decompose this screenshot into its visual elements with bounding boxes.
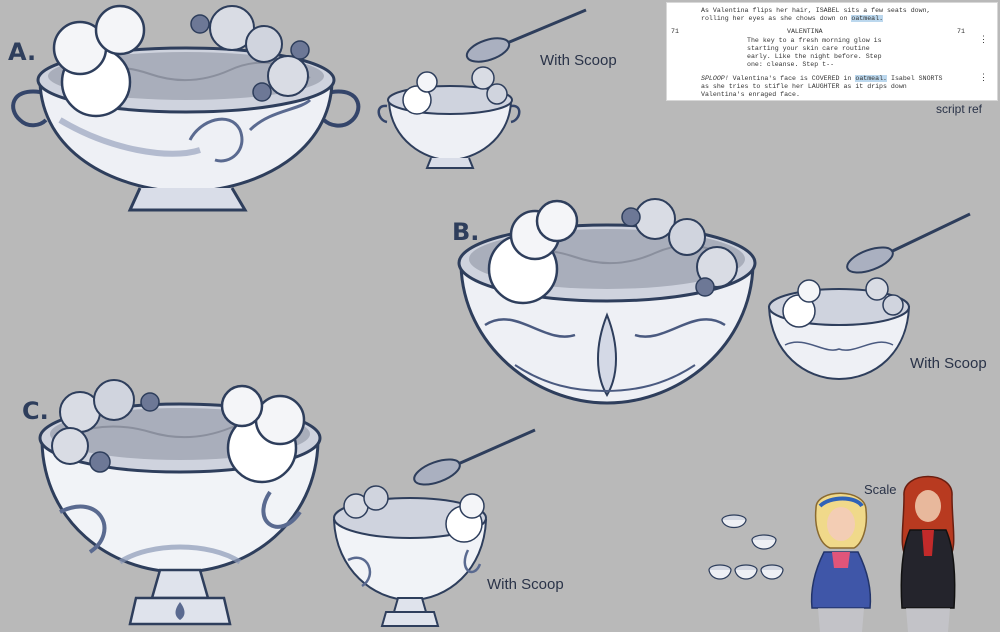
label-b: B. xyxy=(452,218,480,246)
bowl-c-large xyxy=(38,379,322,626)
script-dialogue-2: starting your skin care routine xyxy=(747,45,870,52)
caption-with-scoop-b: With Scoop xyxy=(910,355,987,372)
spoon-c xyxy=(413,428,536,486)
script-dialogue-4: one: cleanse. Step t-- xyxy=(747,61,835,68)
script-action-2a: SPLOOP! Valentina's face is COVERED in o… xyxy=(701,75,943,82)
bowl-c-small xyxy=(332,485,488,627)
bowl-b-large xyxy=(457,198,757,405)
spoon-b xyxy=(846,212,971,274)
script-action-1b: rolling her eyes as she chows down on oa… xyxy=(701,15,884,22)
character-redhead-figure xyxy=(900,475,956,632)
scene-number-left: 71 xyxy=(671,28,679,35)
scale-mini-bowls xyxy=(708,514,784,580)
more-dots-icon: ⋮ xyxy=(979,35,988,45)
script-character: VALENTINA xyxy=(787,28,823,35)
more-dots-icon: ⋮ xyxy=(979,73,988,83)
script-action-2c: as she tries to stifle her LAUGHTER as i… xyxy=(701,83,907,90)
script-action-1a: As Valentina flips her hair, ISABEL sits… xyxy=(701,7,931,14)
script-dialogue-3: early. Like the night before. Step xyxy=(747,53,882,60)
bowl-a-large xyxy=(11,4,361,212)
caption-with-scoop-a: With Scoop xyxy=(540,52,617,69)
script-action-2d: Valentina's enraged face. xyxy=(701,91,800,98)
label-a: A. xyxy=(8,38,37,66)
caption-with-scoop-c: With Scoop xyxy=(487,576,564,593)
scale-caption: Scale xyxy=(864,482,897,497)
script-ref-caption: script ref xyxy=(936,102,983,116)
scene-number-right: 71 xyxy=(957,28,965,35)
bowl-a-small xyxy=(377,66,521,169)
bowl-b-small xyxy=(767,277,911,381)
script-ref-panel: As Valentina flips her hair, ISABEL sits… xyxy=(666,2,998,101)
label-c: C. xyxy=(22,397,49,425)
script-dialogue-1: The key to a fresh morning glow is xyxy=(747,37,882,44)
character-blonde-figure xyxy=(810,492,872,632)
spoon-a xyxy=(465,8,587,63)
